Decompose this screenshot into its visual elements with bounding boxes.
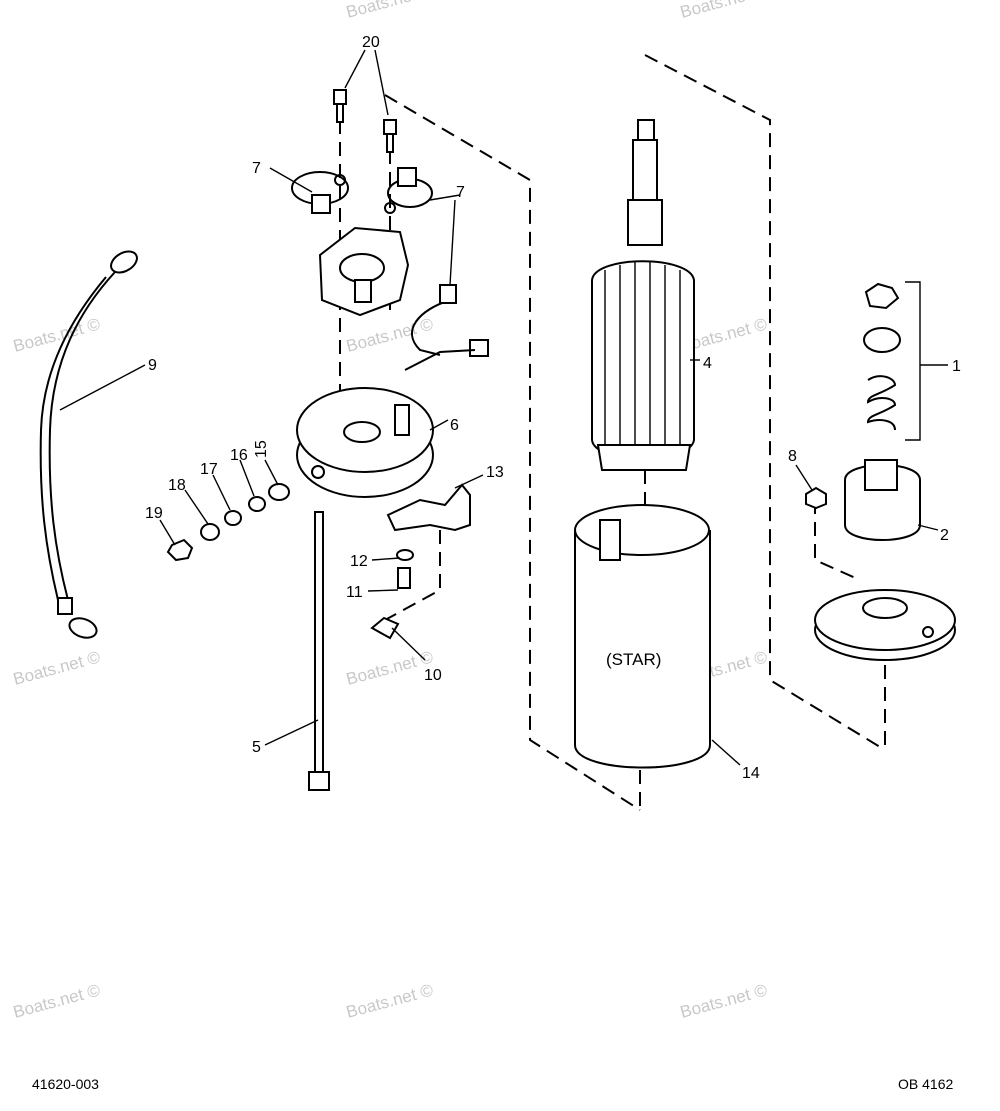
- starter-frame: [574, 504, 711, 769]
- watermark: Boats.net ©: [344, 0, 435, 22]
- leader-lines: [59, 49, 948, 766]
- callout-17: 16: [230, 447, 248, 464]
- callout-14: 14: [742, 765, 760, 782]
- drive-nut-spring: [863, 282, 901, 431]
- callout-7-right: 7: [456, 184, 465, 201]
- callout-9: 9: [148, 357, 157, 374]
- callout-4: 4: [703, 355, 712, 372]
- callout-8: 8: [788, 448, 797, 465]
- callout-19: 18: [168, 477, 186, 494]
- drive-end-cap: [814, 589, 956, 661]
- wire-lead: [404, 284, 489, 371]
- watermark: Boats.net ©: [11, 314, 102, 356]
- callout-12: 11: [346, 584, 363, 601]
- callout-5: 5: [252, 739, 261, 756]
- watermark: Boats.net ©: [678, 980, 769, 1022]
- callout-20: 19: [145, 505, 163, 522]
- small-nut: [805, 486, 827, 510]
- small-screws: [370, 549, 414, 640]
- watermark: Boats.net ©: [344, 980, 435, 1022]
- bracket: [386, 483, 471, 532]
- callout-11: 13: [486, 464, 504, 481]
- callout-10: 10: [424, 667, 442, 684]
- callout-15: 20: [362, 34, 380, 51]
- callout-2: 2: [940, 527, 949, 544]
- watermark: Boats.net ©: [11, 647, 102, 689]
- through-bolt: [308, 511, 330, 791]
- callout-13: 12: [350, 553, 368, 570]
- callout-1: 1: [952, 358, 961, 375]
- watermark: Boats.net ©: [11, 980, 102, 1022]
- battery-cable: [39, 250, 138, 639]
- end-cap: [296, 387, 434, 498]
- brush-holder: [318, 226, 410, 317]
- footer-part-number: 41620-003: [32, 1076, 99, 1092]
- callout-labels: 20 7 7 9 6 4 1 8 2 15 16 17 18 19 13 12 …: [145, 34, 961, 782]
- callout-16: 15: [253, 440, 270, 458]
- armature: [591, 119, 695, 471]
- callout-18: 17: [200, 461, 218, 478]
- washers-nuts: [166, 483, 290, 562]
- drive-pinion: [844, 459, 921, 541]
- footer-diagram-code: OB 4162: [898, 1076, 954, 1092]
- watermark: Boats.net ©: [344, 647, 435, 689]
- callout-6: 6: [450, 417, 459, 434]
- frame-label: (STAR): [606, 650, 661, 669]
- watermark: Boats.net ©: [678, 0, 769, 22]
- screws: [333, 89, 397, 153]
- callout-7-left: 7: [252, 160, 261, 177]
- brushes: [291, 167, 433, 214]
